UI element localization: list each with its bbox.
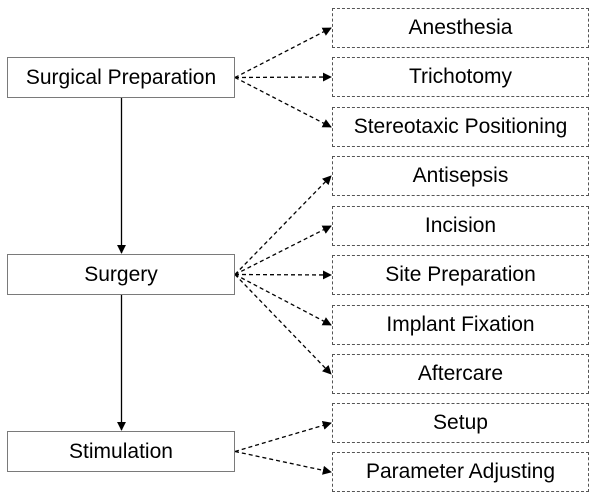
step-parameter-adjusting: Parameter Adjusting	[332, 452, 589, 492]
step-incision: Incision	[332, 206, 589, 246]
stage-surgical-preparation: Surgical Preparation	[7, 57, 235, 98]
step-implant-fixation: Implant Fixation	[332, 305, 589, 345]
branch-arrow-trichotomy	[234, 72, 332, 82]
step-trichotomy: Trichotomy	[332, 57, 589, 97]
branch-arrow-incision	[234, 225, 332, 276]
branch-arrow-aftercare	[234, 274, 332, 375]
branch-arrow-implant	[234, 273, 332, 326]
branch-arrow-anesthesia	[234, 27, 332, 79]
step-site-preparation: Site Preparation	[332, 255, 589, 295]
step-antisepsis: Antisepsis	[332, 156, 589, 196]
step-setup: Setup	[332, 403, 589, 443]
step-stereotaxic-positioning: Stereotaxic Positioning	[332, 107, 589, 147]
step-anesthesia: Anesthesia	[332, 8, 589, 48]
stage-surgery: Surgery	[7, 254, 235, 295]
branch-arrow-param	[234, 450, 332, 475]
stage-stimulation: Stimulation	[7, 431, 235, 472]
step-aftercare: Aftercare	[332, 354, 589, 394]
branch-arrow-site_prep	[234, 270, 332, 280]
branch-arrow-antisepsis	[234, 175, 332, 275]
branch-arrow-setup	[234, 420, 332, 453]
branch-arrow-stereotaxic	[234, 76, 332, 128]
